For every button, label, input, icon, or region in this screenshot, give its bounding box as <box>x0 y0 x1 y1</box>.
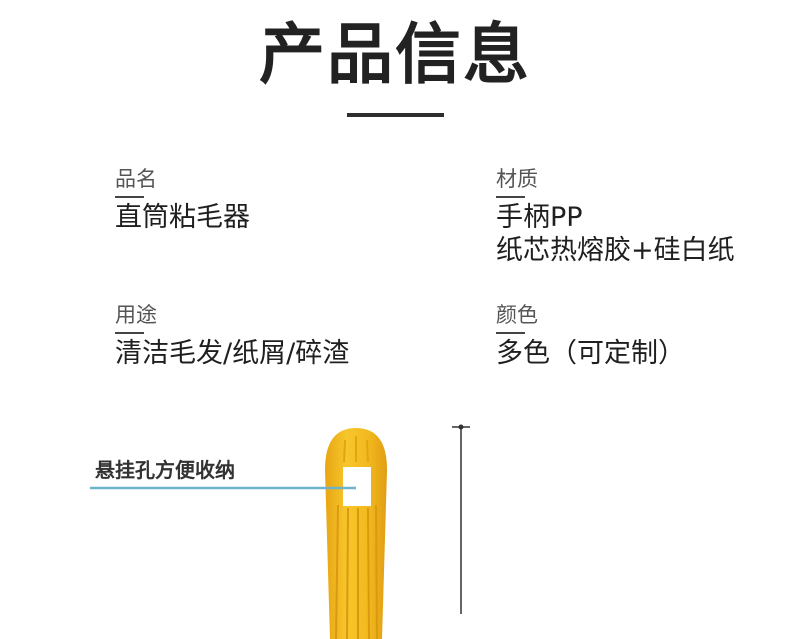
measure-line <box>452 424 470 614</box>
handle-shape <box>325 428 387 639</box>
page-title: 产品信息 <box>259 16 531 93</box>
color-label: 颜色 <box>496 303 538 327</box>
usage-value: 清洁毛发/纸屑/碎渣 <box>115 338 350 369</box>
name-dash <box>115 196 144 198</box>
info-item-name: 品名 直筒粘毛器 <box>115 166 250 234</box>
material-dash <box>496 196 525 198</box>
material-label: 材质 <box>496 167 538 191</box>
name-label: 品名 <box>115 167 157 191</box>
usage-dash <box>115 332 144 334</box>
title-underline <box>347 113 444 117</box>
hanging-hole <box>343 467 371 506</box>
info-item-color: 颜色 多色（可定制） <box>496 302 685 370</box>
name-value: 直筒粘毛器 <box>115 202 250 233</box>
usage-label: 用途 <box>115 303 157 327</box>
color-value: 多色（可定制） <box>496 338 685 369</box>
material-value-line2: 纸芯热熔胶+硅白纸 <box>496 235 735 266</box>
info-item-material: 材质 手柄PP 纸芯热熔胶+硅白纸 <box>496 166 735 267</box>
info-item-usage: 用途 清洁毛发/纸屑/碎渣 <box>115 302 349 370</box>
material-value-line1: 手柄PP <box>496 202 583 233</box>
callout-label: 悬挂孔方便收纳 <box>95 458 235 482</box>
color-dash <box>496 332 525 334</box>
